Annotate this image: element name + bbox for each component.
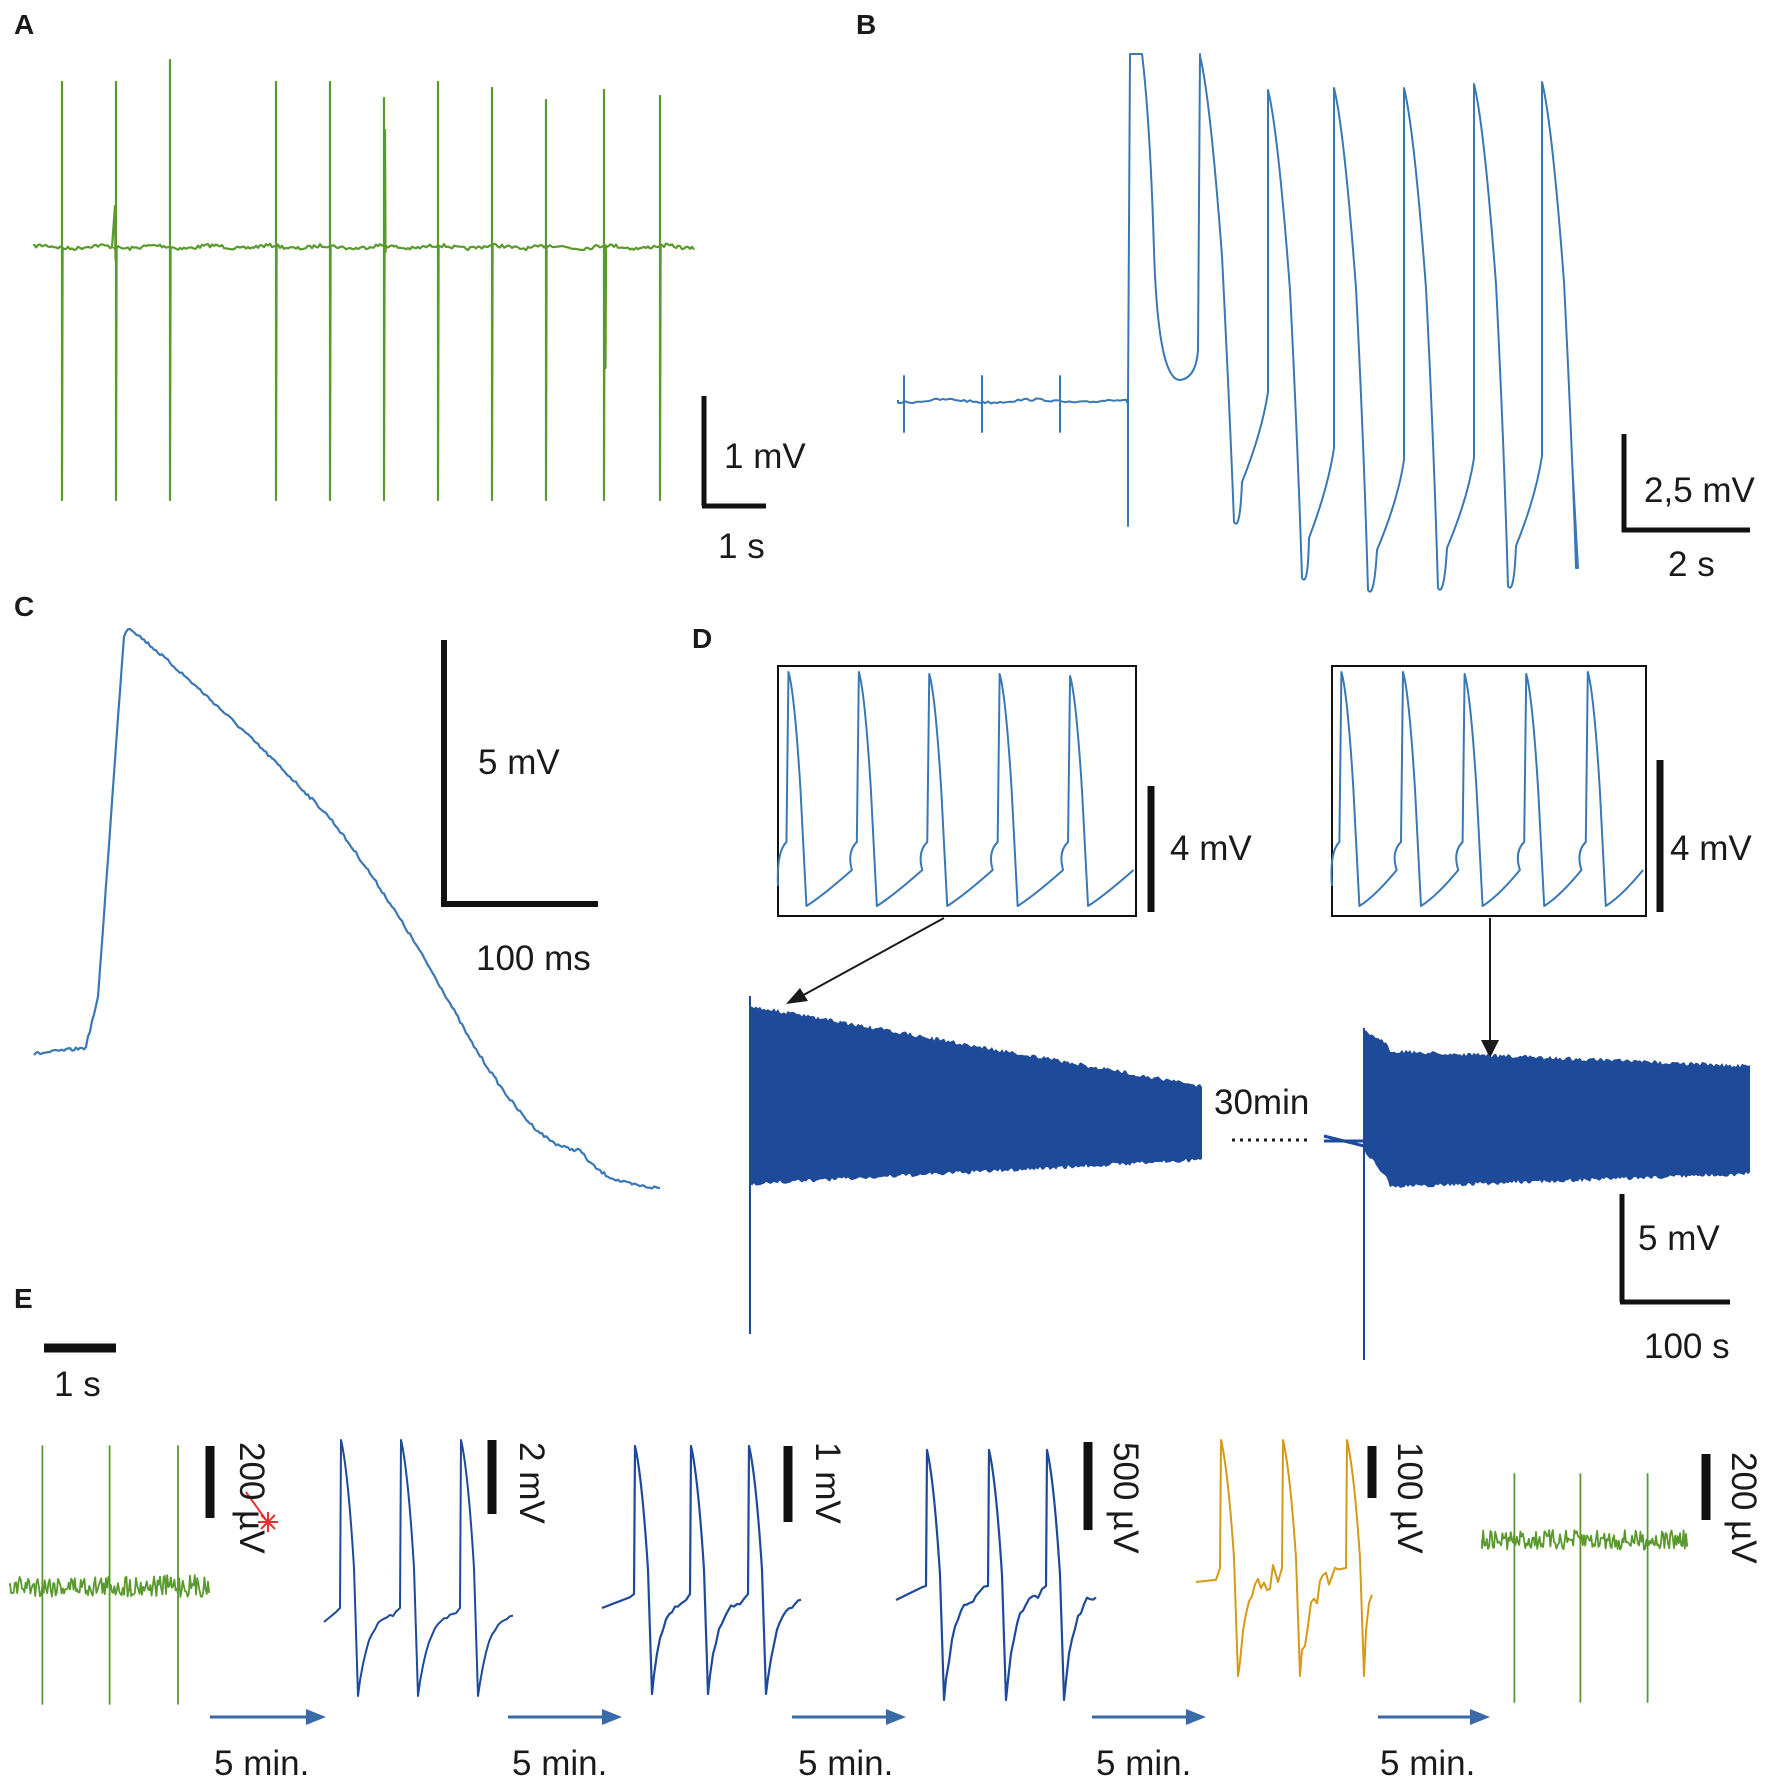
panel-e-trace-3 [601,1444,802,1696]
interval-label-3: 5 min. [798,1744,893,1783]
panel-b-scalebar: 2,5 mV 2 s [1621,434,1756,584]
panel-e-label: E [14,1283,33,1314]
panel-d: D 4 mV 4 mV 30min 5 mV 100 s [692,623,1752,1366]
panel-e: E 1 s 200 µV 2 mV 1 mV 500 µV 100 µV [9,1283,1763,1783]
panel-d-label: D [692,623,712,654]
panel-e-trace-6 [1481,1473,1689,1703]
panel-a-scalebar: 1 mV 1 s [701,396,806,566]
panel-c-scalebar: 5 mV 100 ms [441,640,598,978]
panel-e-trace-1 [9,1445,211,1705]
panel-e-trace-4 [895,1448,1097,1702]
panel-d-recording-before [750,1006,1202,1186]
panel-e-scalebar-2-label: 2 mV [512,1442,551,1524]
panel-b-label: B [856,9,876,40]
laser-burst-icon [258,1512,278,1532]
panel-c-scalebar-y-label: 5 mV [478,743,560,782]
panel-c: C 5 mV 100 ms [14,591,661,1190]
panel-d-inset-left-scalebar-label: 4 mV [1170,829,1252,868]
panel-c-trace [33,627,661,1190]
panel-a-scalebar-x-label: 1 s [718,527,765,566]
panel-d-arrow-left-head [786,988,808,1004]
panel-e-interval-arrows [210,1709,1490,1725]
panel-d-arrows [786,917,1499,1058]
interval-label-1: 5 min. [214,1744,309,1783]
laser-stimulus-icon [245,1491,278,1532]
panel-a-trace [32,58,695,502]
panel-e-scalebar-4-label: 500 µV [1106,1442,1145,1554]
interval-arrow-1-head [306,1709,326,1725]
panel-b-trace [897,53,1579,593]
panel-d-arrow-right-head [1481,1040,1499,1058]
panel-d-inset-left-trace [776,671,1135,907]
panel-d-scalebar: 5 mV 100 s [1619,1194,1730,1366]
panel-d-scalebar-x-label: 100 s [1644,1327,1730,1366]
panel-d-arrow-left-line [797,917,945,999]
interval-arrow-4-head [1186,1709,1206,1725]
panel-d-scalebar-y-label: 5 mV [1638,1219,1720,1258]
panel-c-scalebar-x-label: 100 ms [476,939,591,978]
panel-e-scalebar-5-label: 100 µV [1390,1442,1429,1554]
interval-label-2: 5 min. [512,1744,607,1783]
panel-d-inset-right-frame [1331,665,1647,917]
panel-c-label: C [14,591,34,622]
interval-arrow-3-head [886,1709,906,1725]
panel-e-time-scalebar-label: 1 s [54,1365,101,1404]
panel-d-gap-label: 30min [1214,1083,1309,1122]
panel-b-scalebar-x-label: 2 s [1668,545,1715,584]
panel-d-inset-right-scalebar-label: 4 mV [1670,829,1752,868]
panel-a-label: A [14,9,34,40]
panel-a: A 1 mV 1 s [14,9,806,566]
panel-d-inset-left-frame [777,665,1137,917]
panel-d-inset-right-trace [1330,671,1644,907]
interval-label-4: 5 min. [1096,1744,1191,1783]
panel-b-scalebar-y-label: 2,5 mV [1644,471,1756,510]
panel-e-scalebar-6-label: 200 µV [1724,1452,1763,1564]
panel-a-scalebar-y-label: 1 mV [724,437,806,476]
panel-b: B 2,5 mV 2 s [856,9,1756,593]
panel-d-recording-after-baseline [1323,1134,1365,1148]
panel-e-scalebar-1-label: 200 µV [232,1442,271,1554]
interval-label-5: 5 min. [1380,1744,1475,1783]
panel-e-scalebar-3-label: 1 mV [808,1442,847,1524]
panel-e-trace-5 [1195,1439,1373,1677]
panel-d-recording-after [1364,1030,1750,1188]
interval-arrow-2-head [602,1709,622,1725]
interval-arrow-5-head [1470,1709,1490,1725]
panel-e-trace-2 [323,1439,514,1697]
